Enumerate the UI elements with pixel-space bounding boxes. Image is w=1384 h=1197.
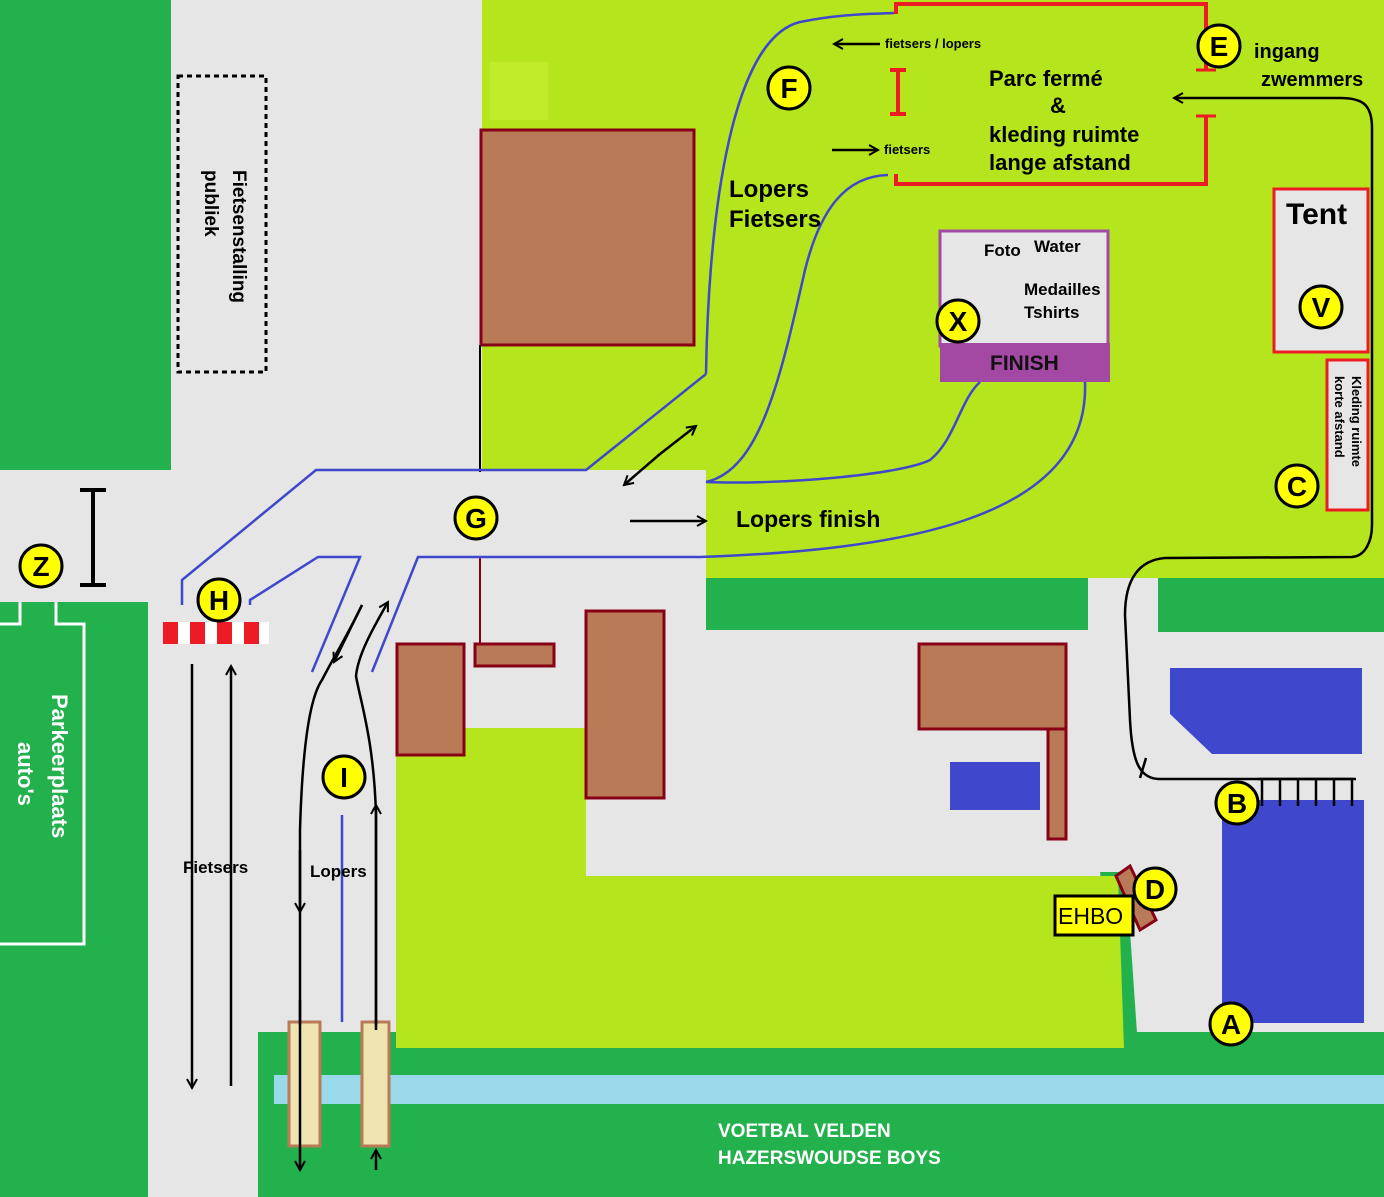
- marker-h: H: [196, 577, 242, 623]
- building-right: [917, 642, 1068, 731]
- marker-z: Z: [18, 543, 64, 589]
- parking-outline: [0, 602, 86, 946]
- buildings: [395, 128, 1068, 841]
- field-patch: [490, 62, 548, 120]
- pool-small: [950, 762, 1040, 810]
- building-main: [479, 128, 696, 347]
- fence-gate: [890, 68, 906, 116]
- label-zwemmers: zwemmers: [1261, 69, 1363, 91]
- bridge-2: [360, 1020, 391, 1148]
- label-lopers-lane: Lopers: [310, 862, 367, 881]
- marker-label-c: C: [1287, 471, 1307, 502]
- entrance-gate-e: [1196, 68, 1216, 118]
- marker-x: X: [935, 298, 981, 344]
- building-small-1: [395, 642, 466, 757]
- label-tshirts: Tshirts: [1024, 303, 1079, 322]
- label-fietsers-lopers: fietsers / lopers: [885, 36, 981, 51]
- label-ehbo: EHBO: [1058, 903, 1123, 929]
- label-korte-afstand: korte afstand: [1332, 376, 1347, 458]
- marker-group: Z H G I F E X V C B D A: [18, 23, 1344, 1047]
- building-tall: [584, 609, 666, 800]
- label-fietsers: Fietsers: [729, 206, 821, 233]
- marker-label-f: F: [780, 73, 797, 104]
- hedge-1: [706, 578, 1088, 630]
- label-voetbal: VOETBAL VELDEN: [718, 1121, 891, 1142]
- marker-g: G: [453, 495, 499, 541]
- label-ingang: ingang: [1254, 41, 1320, 63]
- marker-label-x: X: [949, 306, 968, 337]
- marker-a: A: [1208, 1001, 1254, 1047]
- label-water: Water: [1034, 237, 1081, 256]
- lower-field: [396, 728, 1124, 1048]
- label-fietsers-small: fietsers: [884, 142, 930, 157]
- label-parkeerplaats: Parkeerplaats: [47, 694, 72, 838]
- hedge-2: [1158, 578, 1384, 632]
- marker-e: E: [1196, 23, 1242, 69]
- marker-label-v: V: [1312, 292, 1331, 323]
- label-parc-ferme: Parc fermé: [989, 66, 1103, 91]
- pool-top: [1170, 668, 1362, 754]
- barrier-z: [80, 488, 106, 587]
- marker-label-e: E: [1210, 31, 1229, 62]
- canal: [274, 1075, 1384, 1104]
- marker-label-a: A: [1221, 1009, 1241, 1040]
- label-hazerswoudse: HAZERSWOUDSE BOYS: [718, 1148, 941, 1169]
- route-lines: [180, 11, 1087, 1022]
- marker-label-z: Z: [32, 551, 49, 582]
- label-fietsers-lane: Fietsers: [183, 858, 248, 877]
- barrier-h-stripes: [163, 622, 259, 644]
- changing-room-short-box: [1325, 358, 1370, 512]
- pool-main: [1222, 800, 1364, 1023]
- marker-c: C: [1274, 463, 1320, 509]
- marker-label-d: D: [1145, 874, 1165, 905]
- barrier-h: [163, 622, 269, 644]
- text-labels: Fietsenstalling publiek Parkeerplaats au…: [13, 36, 1364, 1169]
- label-kleding-ruimte: kleding ruimte: [989, 122, 1139, 147]
- marker-f: F: [766, 65, 812, 111]
- finish-banner: [940, 343, 1110, 382]
- label-lopers-finish: Lopers finish: [736, 506, 880, 532]
- label-foto: Foto: [984, 241, 1021, 260]
- building-right-strip: [1046, 727, 1068, 841]
- label-lange-afstand: lange afstand: [989, 150, 1131, 175]
- parking-area: [0, 602, 148, 1197]
- label-kleding-ruimte-vertical: Kleding ruimte: [1349, 376, 1364, 467]
- bike-parking-box: [176, 74, 268, 374]
- tent-box: [1272, 187, 1370, 354]
- marker-b: B: [1214, 780, 1260, 826]
- swimmers-arrow-b: [1138, 757, 1148, 779]
- pool-ladder-b: [1258, 777, 1356, 806]
- label-finish: FINISH: [990, 352, 1059, 375]
- marker-label-i: I: [340, 762, 348, 793]
- label-medailles: Medailles: [1024, 280, 1101, 299]
- ehbo-post: EHBO: [1053, 863, 1158, 937]
- label-ampersand: &: [1050, 93, 1066, 118]
- football-fields: [258, 1032, 1384, 1197]
- swimmers-entry-line: [1123, 98, 1374, 781]
- marker-v: V: [1298, 284, 1344, 330]
- label-tent: Tent: [1286, 198, 1347, 231]
- label-fietsenstalling: Fietsenstalling: [228, 170, 249, 303]
- building-small-2: [473, 642, 556, 668]
- marker-label-b: B: [1227, 788, 1247, 819]
- grass-top-left: [0, 0, 171, 470]
- arrows: [192, 44, 880, 1170]
- marker-label-g: G: [465, 503, 487, 534]
- label-lopers: Lopers: [729, 176, 809, 203]
- main-field: [482, 0, 1384, 578]
- marker-d: D: [1132, 866, 1178, 912]
- label-autos: auto's: [13, 742, 38, 806]
- bridge-1: [287, 1020, 322, 1148]
- label-publiek: publiek: [200, 170, 221, 237]
- marker-i: I: [321, 754, 367, 800]
- marker-label-h: H: [209, 585, 229, 616]
